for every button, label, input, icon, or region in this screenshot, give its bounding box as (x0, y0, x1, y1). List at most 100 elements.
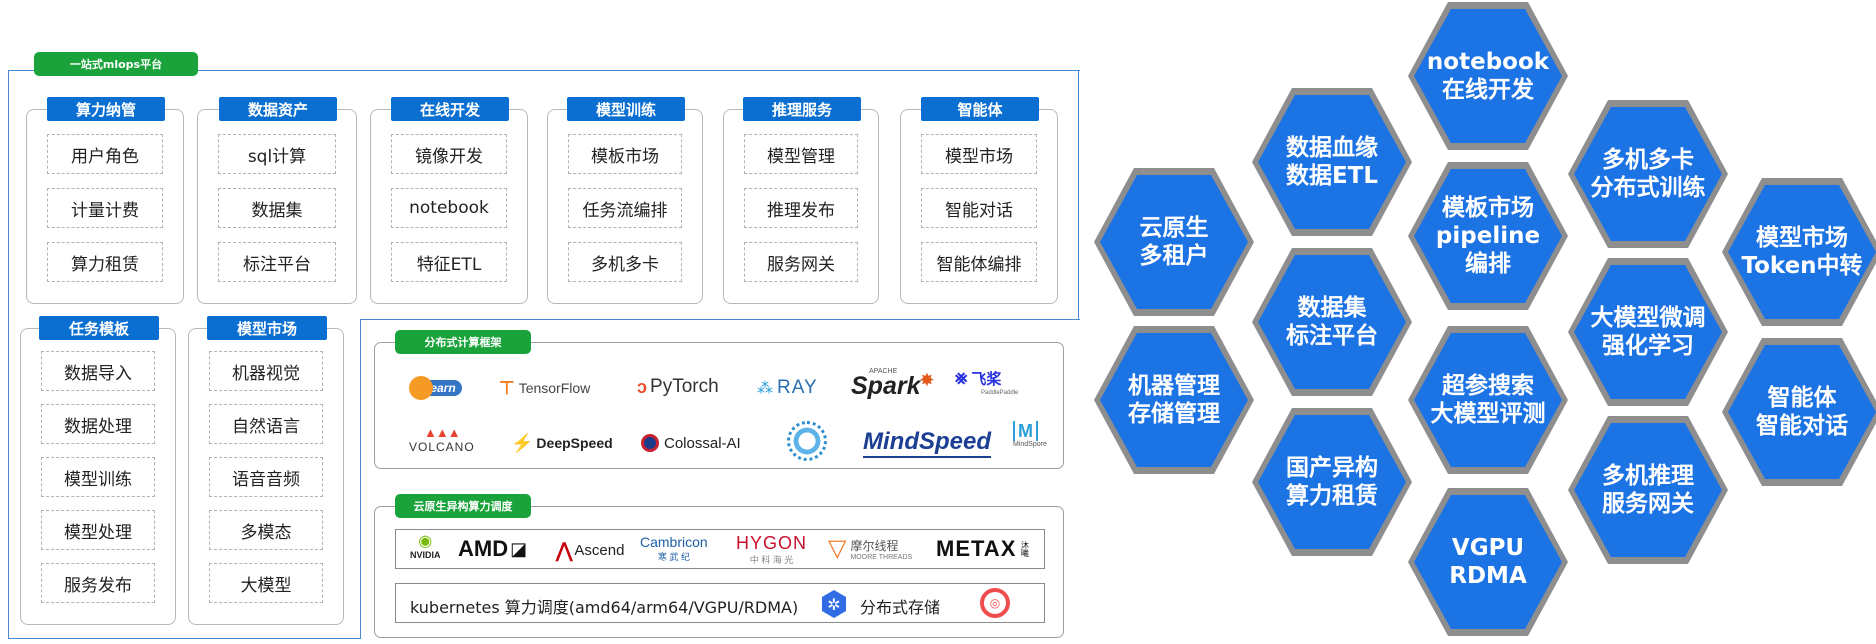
feature-hexagon: 国产异构算力租赁 (1252, 408, 1412, 556)
feature-hexagon: 超参搜索大模型评测 (1408, 326, 1568, 474)
module-item[interactable]: 智能体编排 (921, 242, 1037, 282)
hexagon-label-line: 数据集 (1297, 295, 1367, 321)
hexagon-label-line: 智能体 (1767, 385, 1837, 411)
module-item[interactable]: 模型处理 (41, 510, 155, 550)
frame-mid-line (360, 319, 1080, 320)
amd-text: AMD (458, 536, 509, 561)
hexagon-label-line: 模型市场 (1756, 225, 1848, 251)
module-item[interactable]: sql计算 (218, 134, 336, 174)
module-item[interactable]: 算力租赁 (47, 242, 163, 282)
hexagon-label-line: 强化学习 (1602, 333, 1694, 359)
metax-text: METAX (936, 536, 1017, 561)
hexagon-label-line: 多机多卡 (1602, 147, 1694, 173)
spark-star-icon: ✸ (919, 369, 935, 390)
sklearn-icon (409, 376, 433, 400)
pytorch-logo: ↄ PyTorch (637, 370, 719, 404)
hexagon-label-line: 多机推理 (1602, 463, 1694, 489)
module-card: 模型训练模板市场任务流编排多机多卡 (547, 97, 703, 304)
module-item[interactable]: 镜像开发 (391, 134, 507, 174)
metax-cn-text: 沐曦 (1020, 541, 1030, 557)
moore-threads-logo: ▽ 摩尔线程 MOORE THREADS (828, 534, 912, 563)
module-item[interactable]: 服务发布 (41, 563, 155, 603)
module-title: 推理服务 (743, 97, 861, 121)
module-item[interactable]: 特征ETL (391, 242, 507, 282)
module-item[interactable]: 模板市场 (568, 134, 682, 174)
module-item[interactable]: notebook (391, 188, 507, 228)
module-item[interactable]: 机器视觉 (209, 351, 323, 391)
module-item[interactable]: 数据导入 (41, 351, 155, 391)
frame-bottom-line (8, 638, 360, 639)
module-item[interactable]: 智能对话 (921, 188, 1037, 228)
mindspore-logo: M MindSpore (1013, 421, 1047, 461)
module-item[interactable]: 服务网关 (744, 242, 858, 282)
deepspeed-logo: ⚡ DeepSpeed (511, 429, 613, 457)
hexagon-label-line: 多租户 (1139, 243, 1209, 269)
hexagon-label-line: Token中转 (1741, 253, 1863, 279)
module-item[interactable]: 推理发布 (744, 188, 858, 228)
module-item[interactable]: 任务流编排 (568, 188, 682, 228)
module-item[interactable]: 模型管理 (744, 134, 858, 174)
deepspeed-icon: ⚡ (511, 432, 534, 453)
module-item[interactable]: 计量计费 (47, 188, 163, 228)
hexagon-label-line: 编排 (1465, 251, 1511, 277)
hexagon-label-line: notebook (1426, 49, 1550, 75)
hexagon-label-line: 云原生 (1139, 215, 1209, 241)
amd-arrow-icon: ◪ (510, 538, 528, 559)
module-item[interactable]: 数据集 (218, 188, 336, 228)
moore-threads-text: MOORE THREADS (850, 553, 913, 561)
ray-icon: ⁂ (757, 380, 773, 397)
mindspeed-text: MindSpeed (863, 428, 992, 458)
cambricon-cn-text: 寒 武 纪 (657, 552, 690, 562)
module-item[interactable]: 模型市场 (921, 134, 1037, 174)
frame-left-line (8, 70, 9, 639)
feature-hexagon: 多机推理服务网关 (1568, 416, 1728, 564)
feature-hexagon: 智能体智能对话 (1722, 338, 1876, 486)
mlops-platform-frame: 一站式mlops平台 (8, 52, 1080, 639)
hexagon-label-line: 大模型评测 (1430, 401, 1546, 427)
volcano-icon: ▲▲▲ (424, 425, 461, 440)
module-item[interactable]: 自然语言 (209, 404, 323, 444)
ray-text: RAY (777, 377, 818, 398)
ceph-storage-icon: ◎ (980, 588, 1010, 618)
hexagon-label-line: 智能对话 (1756, 413, 1848, 439)
paddle-icon: ⨳ (955, 367, 968, 389)
spark-text: Spark (851, 371, 921, 400)
feature-hexagon: 数据集标注平台 (1252, 248, 1412, 396)
module-item[interactable]: 模型训练 (41, 457, 155, 497)
module-item[interactable]: 多机多卡 (568, 242, 682, 282)
volcano-text: VOLCANO (409, 440, 475, 454)
module-item[interactable]: 标注平台 (218, 242, 336, 282)
module-card: 算力纳管用户角色计量计费算力租赁 (26, 97, 184, 304)
kubernetes-icon: ✲ (821, 590, 847, 618)
module-title: 模型训练 (567, 97, 685, 121)
module-item[interactable]: 数据处理 (41, 404, 155, 444)
hexagon-label-line: 大模型微调 (1590, 305, 1706, 331)
module-item[interactable]: 多模态 (209, 510, 323, 550)
hardware-logo-strip: ◉ NVIDIA AMD ◪ ⋀ Ascend Cambricon 寒 武 纪 … (395, 529, 1045, 569)
ray-logo: ⁂ RAY (757, 373, 818, 403)
module-item[interactable]: 大模型 (209, 563, 323, 603)
hexagon-label-line: VGPU (1451, 535, 1525, 561)
frame-right-line (1078, 70, 1079, 320)
gear-logo-icon (787, 421, 827, 461)
hexagon-label-line: 标注平台 (1286, 323, 1378, 349)
ascend-logo: ⋀ Ascend (556, 538, 624, 563)
colossal-logo: Colossal-AI (641, 429, 741, 457)
module-item[interactable]: 用户角色 (47, 134, 163, 174)
moore-threads-icon: ▽ (828, 535, 847, 562)
hexagon-label-line: 超参搜索 (1442, 373, 1534, 399)
hexagon-label-line: 国产异构 (1286, 455, 1378, 481)
distributed-storage-text: 分布式存储 (860, 598, 941, 617)
cloud-native-tag: 云原生异构算力调度 (395, 494, 531, 518)
hexagon-label-line: 算力租赁 (1286, 483, 1378, 509)
tensorflow-text: TensorFlow (518, 380, 591, 396)
colossal-icon (641, 434, 659, 452)
hexagon-label-line: 数据血缘 (1286, 135, 1378, 161)
feature-hexagon: 大模型微调强化学习 (1568, 258, 1728, 406)
module-item[interactable]: 语音音频 (209, 457, 323, 497)
